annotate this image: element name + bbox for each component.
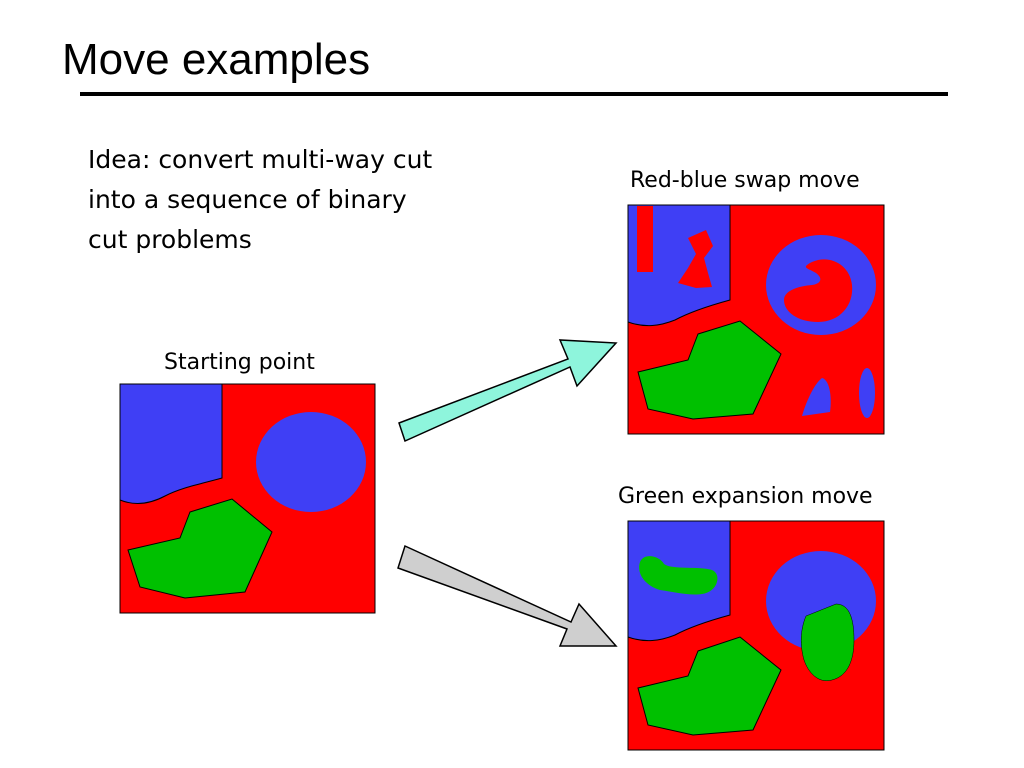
swap-red-bar — [637, 206, 653, 272]
expansion-green-small-blob — [639, 556, 718, 595]
swap-move-panel — [627, 204, 885, 435]
starting-blue-circle — [256, 412, 366, 512]
expansion-green-circle-blob — [801, 603, 855, 682]
swap-blue-small-ellipse — [859, 368, 875, 418]
arrow-to-swap-move — [398, 339, 618, 443]
swap-blue-small-shape — [802, 378, 831, 416]
slide-title: Move examples — [62, 35, 371, 84]
expansion-move-caption: Green expansion move — [618, 484, 873, 509]
expansion-green-blob — [637, 636, 782, 736]
idea-text: Idea: convert multi-way cut into a seque… — [88, 145, 433, 254]
arrow-to-expansion-move — [397, 544, 618, 647]
starting-green-blob — [127, 498, 273, 599]
swap-red-squiggle — [678, 230, 713, 288]
title-underline — [80, 92, 948, 96]
starting-point-caption: Starting point — [164, 350, 315, 375]
starting-blue-corner-region — [119, 383, 223, 504]
swap-green-blob — [637, 320, 782, 420]
expansion-move-panel — [627, 520, 885, 751]
swap-red-inner-blob — [784, 259, 853, 322]
starting-point-panel — [119, 383, 376, 614]
swap-move-caption: Red-blue swap move — [630, 168, 860, 193]
